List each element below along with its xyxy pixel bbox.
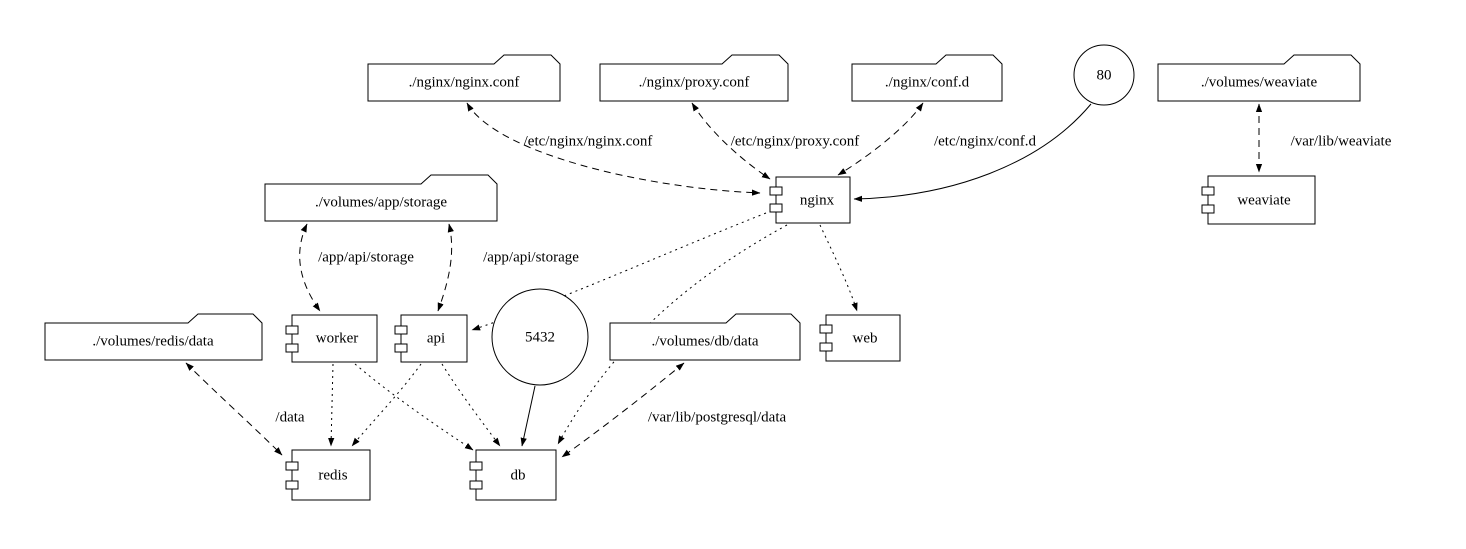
component-tab-icon [819, 342, 833, 352]
edge-port80-to-nginx [853, 103, 1092, 202]
edge-port5432-to-db [520, 385, 536, 447]
folder-icon [851, 54, 1003, 102]
port-circle [491, 288, 589, 386]
node-service-worker: worker [285, 314, 378, 363]
folder-icon [367, 54, 561, 102]
port-circle [1073, 44, 1135, 106]
folder-icon [599, 54, 789, 102]
node-label: api [427, 330, 445, 346]
node-label: nginx [800, 192, 835, 208]
component-body [475, 449, 557, 501]
component-tab-icon [819, 324, 833, 334]
node-volumes-redis-data-folder: ./volumes/redis/data [44, 313, 263, 361]
component-body [291, 314, 378, 363]
node-label: ./nginx/proxy.conf [639, 74, 750, 90]
node-label: ./nginx/conf.d [885, 74, 970, 90]
node-label: db [511, 467, 526, 483]
component-tab-icon [285, 343, 299, 353]
component-body [1207, 175, 1316, 225]
node-port-5432: 5432 [491, 288, 589, 386]
edge-db-data-to-db [561, 362, 685, 458]
edge-label-redis-mount: /data [275, 409, 304, 425]
component-tab-icon [1201, 204, 1215, 214]
node-nginx-conf-folder: ./nginx/nginx.conf [367, 54, 561, 102]
edge-nginx-to-db [557, 224, 788, 445]
node-volumes-app-storage-folder: ./volumes/app/storage [264, 174, 498, 222]
component-tab-icon [285, 461, 299, 471]
node-conf-d-folder: ./nginx/conf.d [851, 54, 1003, 102]
folder-icon [44, 313, 263, 361]
component-tab-icon [394, 343, 408, 353]
node-volumes-weaviate-folder: ./volumes/weaviate [1157, 54, 1361, 102]
node-label: 80 [1097, 67, 1112, 83]
component-tab-icon [285, 325, 299, 335]
edge-nginx-conf-to-nginx [466, 102, 761, 196]
node-service-weaviate: weaviate [1201, 175, 1316, 225]
component-tab-icon [394, 325, 408, 335]
node-label: worker [316, 330, 358, 346]
folder-icon [264, 174, 498, 222]
edge-label-worker-storage-mount: /app/api/storage [318, 249, 414, 265]
edge-storage-to-worker [299, 223, 321, 312]
edge-label-conf-d-mount: /etc/nginx/conf.d [934, 133, 1037, 149]
edge-api-to-db [441, 363, 501, 447]
edge-label-proxy-conf-mount: /etc/nginx/proxy.conf [731, 133, 860, 149]
node-service-web: web [819, 314, 901, 362]
edge-nginx-to-web [819, 224, 858, 312]
node-proxy-conf-folder: ./nginx/proxy.conf [599, 54, 789, 102]
node-label: web [853, 330, 878, 346]
edge-label-db-mount: /var/lib/postgresql/data [648, 409, 787, 425]
edge-redis-data-to-redis [185, 362, 283, 456]
node-label: 5432 [525, 329, 555, 345]
edge-conf-d-to-nginx [837, 102, 924, 176]
edge-label-nginx-conf-mount: /etc/nginx/nginx.conf [524, 133, 653, 149]
node-label: ./volumes/app/storage [315, 194, 447, 210]
edge-storage-to-api [437, 223, 454, 312]
component-tab-icon [469, 461, 483, 471]
component-tab-icon [769, 203, 783, 213]
component-tab-icon [1201, 186, 1215, 196]
node-label: ./volumes/weaviate [1201, 74, 1318, 90]
edge-proxy-conf-to-nginx [691, 102, 771, 180]
node-service-db: db [469, 449, 557, 501]
component-body [291, 449, 371, 501]
edge-labels-layer: /etc/nginx/nginx.conf /etc/nginx/proxy.c… [275, 133, 1391, 425]
edge-label-weaviate-mount: /var/lib/weaviate [1291, 133, 1392, 149]
node-label: redis [318, 467, 347, 483]
component-tab-icon [469, 480, 483, 490]
node-service-api: api [394, 314, 468, 363]
component-body [400, 314, 468, 363]
node-label: ./nginx/nginx.conf [409, 74, 520, 90]
node-label: weaviate [1237, 192, 1291, 208]
node-label: ./volumes/redis/data [92, 333, 214, 349]
node-service-nginx: nginx [769, 176, 851, 224]
edge-worker-to-redis [328, 363, 335, 447]
edge-label-api-storage-mount: /app/api/storage [483, 249, 579, 265]
component-tab-icon [769, 186, 783, 196]
folder-icon [1157, 54, 1361, 102]
folder-icon [609, 313, 801, 361]
node-service-redis: redis [285, 449, 371, 501]
edge-api-to-redis [351, 363, 422, 447]
component-body [825, 314, 901, 362]
edge-nginx-to-api [471, 212, 767, 331]
node-label: ./volumes/db/data [651, 333, 758, 349]
edge-worker-to-db [354, 363, 474, 451]
node-volumes-db-data-folder: ./volumes/db/data [609, 313, 801, 361]
edges-layer [185, 102, 1263, 458]
node-port-80: 80 [1073, 44, 1135, 106]
component-body [775, 176, 851, 224]
component-tab-icon [285, 480, 299, 490]
